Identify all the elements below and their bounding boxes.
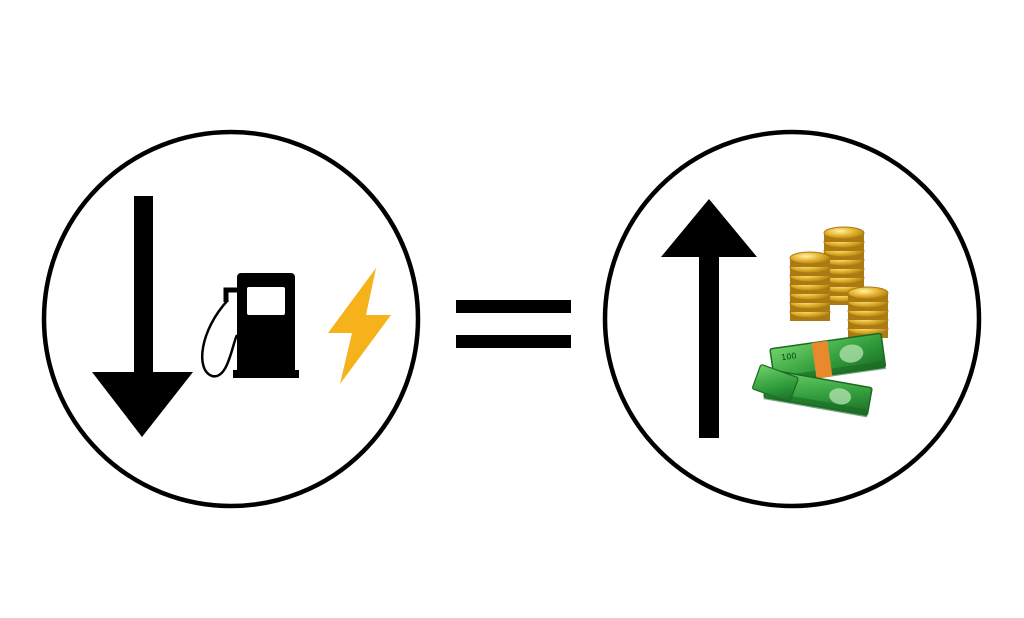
equals-sign-icon [456,300,571,348]
fuel-pump-icon [200,273,299,378]
lightning-bolt-icon [328,268,391,384]
right-circle: 100 [602,129,982,509]
gold-coins-icon [789,226,889,338]
left-circle-outline [41,129,421,509]
up-arrow-icon [661,199,757,438]
cash-label: 100 [781,351,797,362]
left-circle [41,129,421,509]
right-circle-outline [602,129,982,509]
down-arrow-icon [92,196,193,437]
cash-bundle-icon: 100 [752,332,887,418]
